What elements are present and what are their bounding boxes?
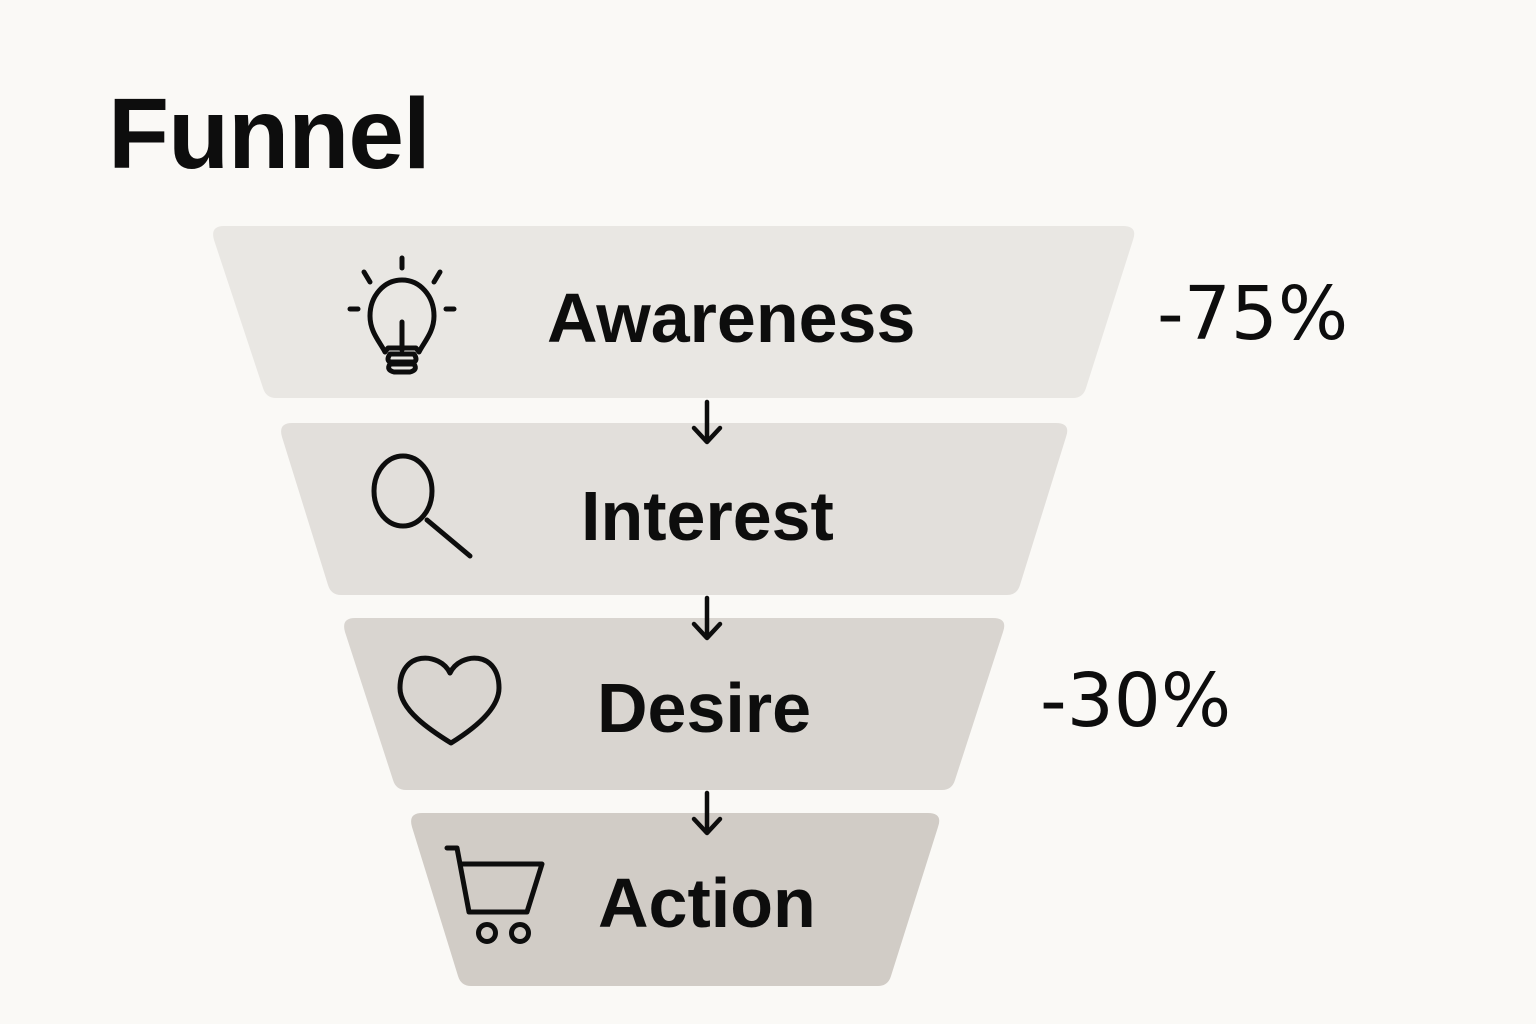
stage-label-awareness: Awareness	[547, 279, 916, 357]
stage-label-action: Action	[598, 864, 816, 942]
arrow-down-icon	[691, 399, 723, 445]
diagram-title: Funnel	[108, 78, 431, 190]
funnel-band-desire	[344, 618, 1005, 790]
heart-icon	[397, 655, 502, 746]
shopping-cart-icon	[444, 845, 545, 944]
arrow-down-icon	[691, 790, 723, 836]
funnel-band-action	[411, 813, 940, 986]
stage-label-desire: Desire	[597, 669, 812, 747]
funnel-band-interest	[281, 423, 1068, 595]
dropoff-annotation-awareness: -75%	[1157, 271, 1349, 357]
lightbulb-icon	[347, 255, 457, 375]
stage-label-interest: Interest	[581, 477, 834, 555]
funnel-band-awareness	[213, 226, 1135, 398]
arrow-down-icon	[691, 595, 723, 641]
dropoff-annotation-desire: -30%	[1040, 658, 1232, 744]
magnifying-glass-icon	[371, 453, 473, 559]
